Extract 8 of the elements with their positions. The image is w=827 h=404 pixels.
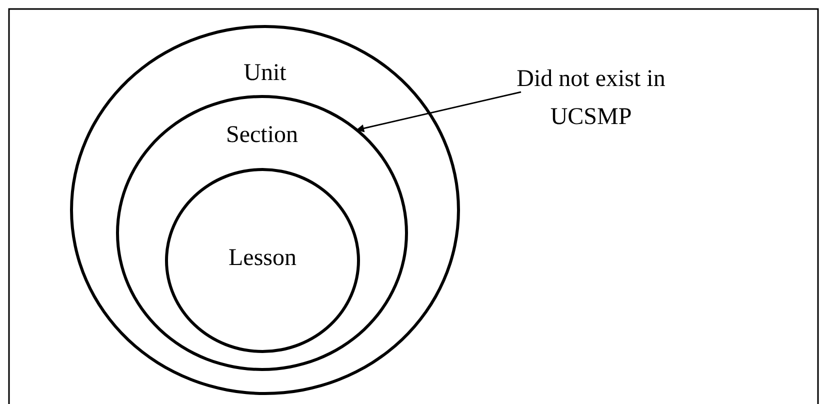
circle bbox=[116, 95, 408, 371]
arrow bbox=[356, 91, 522, 132]
circle-label: Unit bbox=[244, 59, 286, 87]
circle bbox=[70, 25, 460, 395]
annotation-text: Did not exist in UCSMP bbox=[516, 65, 666, 132]
circle-label: Section bbox=[226, 121, 298, 149]
circle-label: Lesson bbox=[228, 244, 296, 272]
circle bbox=[165, 168, 360, 353]
